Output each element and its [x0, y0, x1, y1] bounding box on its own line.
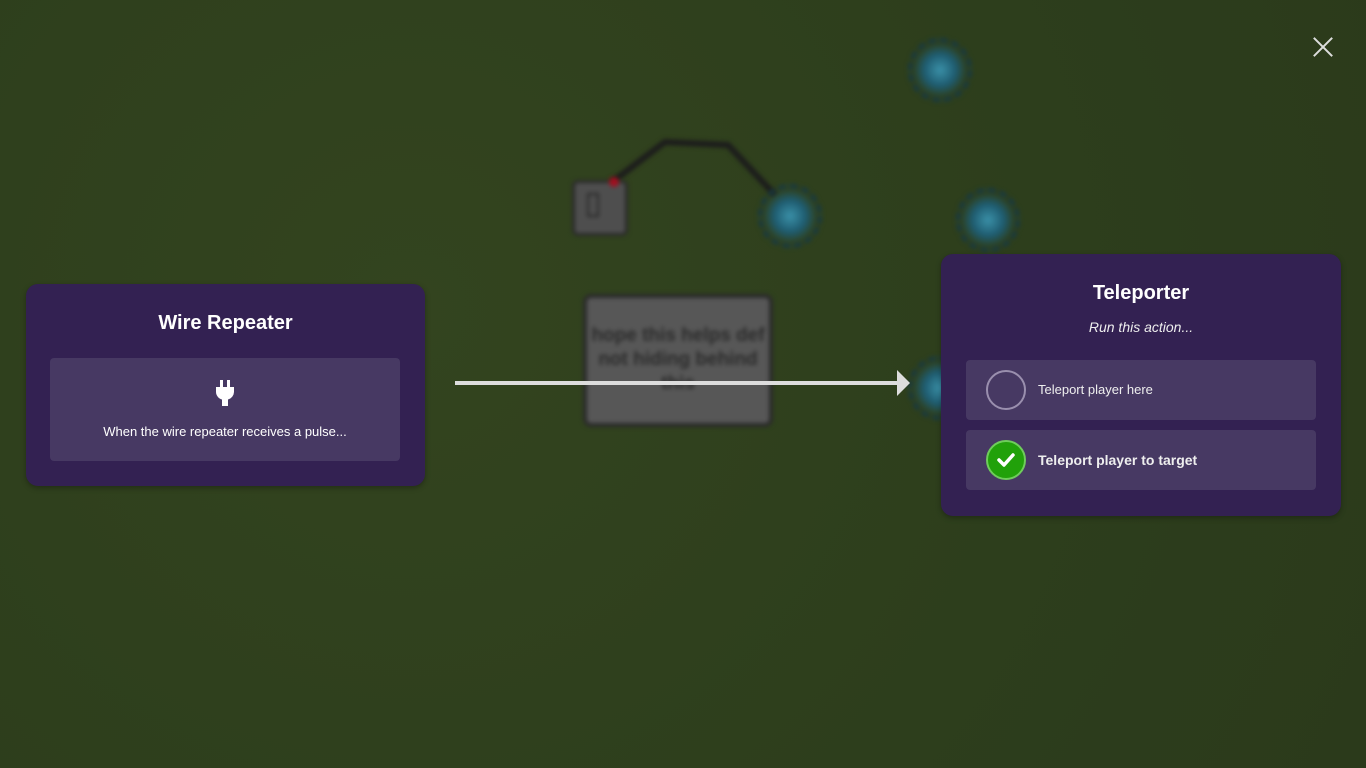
- sign: hope this helps def not hiding behind th…: [583, 294, 773, 427]
- close-button[interactable]: [1312, 36, 1334, 58]
- plug-icon: [216, 380, 234, 406]
- teleporter-portal: [956, 188, 1020, 252]
- action-option[interactable]: Teleport player here: [966, 360, 1316, 420]
- radio-unchecked-icon: [986, 370, 1026, 410]
- trigger-panel: Wire Repeater When the wire repeater rec…: [26, 284, 425, 486]
- connection-arrow: [455, 370, 910, 396]
- action-panel: Teleporter Run this action... Teleport p…: [941, 254, 1341, 516]
- teleporter-portal: [908, 38, 972, 102]
- action-title: Teleporter: [1092, 282, 1190, 304]
- trigger-event-label: When the wire repeater receives a pulse.…: [103, 424, 347, 439]
- action-option-selected[interactable]: Teleport player to target: [966, 430, 1316, 490]
- option-label: Teleport player here: [1038, 382, 1153, 397]
- trigger-event-card[interactable]: When the wire repeater receives a pulse.…: [50, 358, 400, 461]
- checkmark-icon: [986, 440, 1026, 480]
- wire-repeater-device: [572, 177, 628, 236]
- teleporter-portal: [758, 184, 822, 248]
- action-subtitle: Run this action...: [1088, 319, 1194, 335]
- option-label: Teleport player to target: [1038, 452, 1198, 468]
- trigger-title: Wire Repeater: [158, 312, 293, 334]
